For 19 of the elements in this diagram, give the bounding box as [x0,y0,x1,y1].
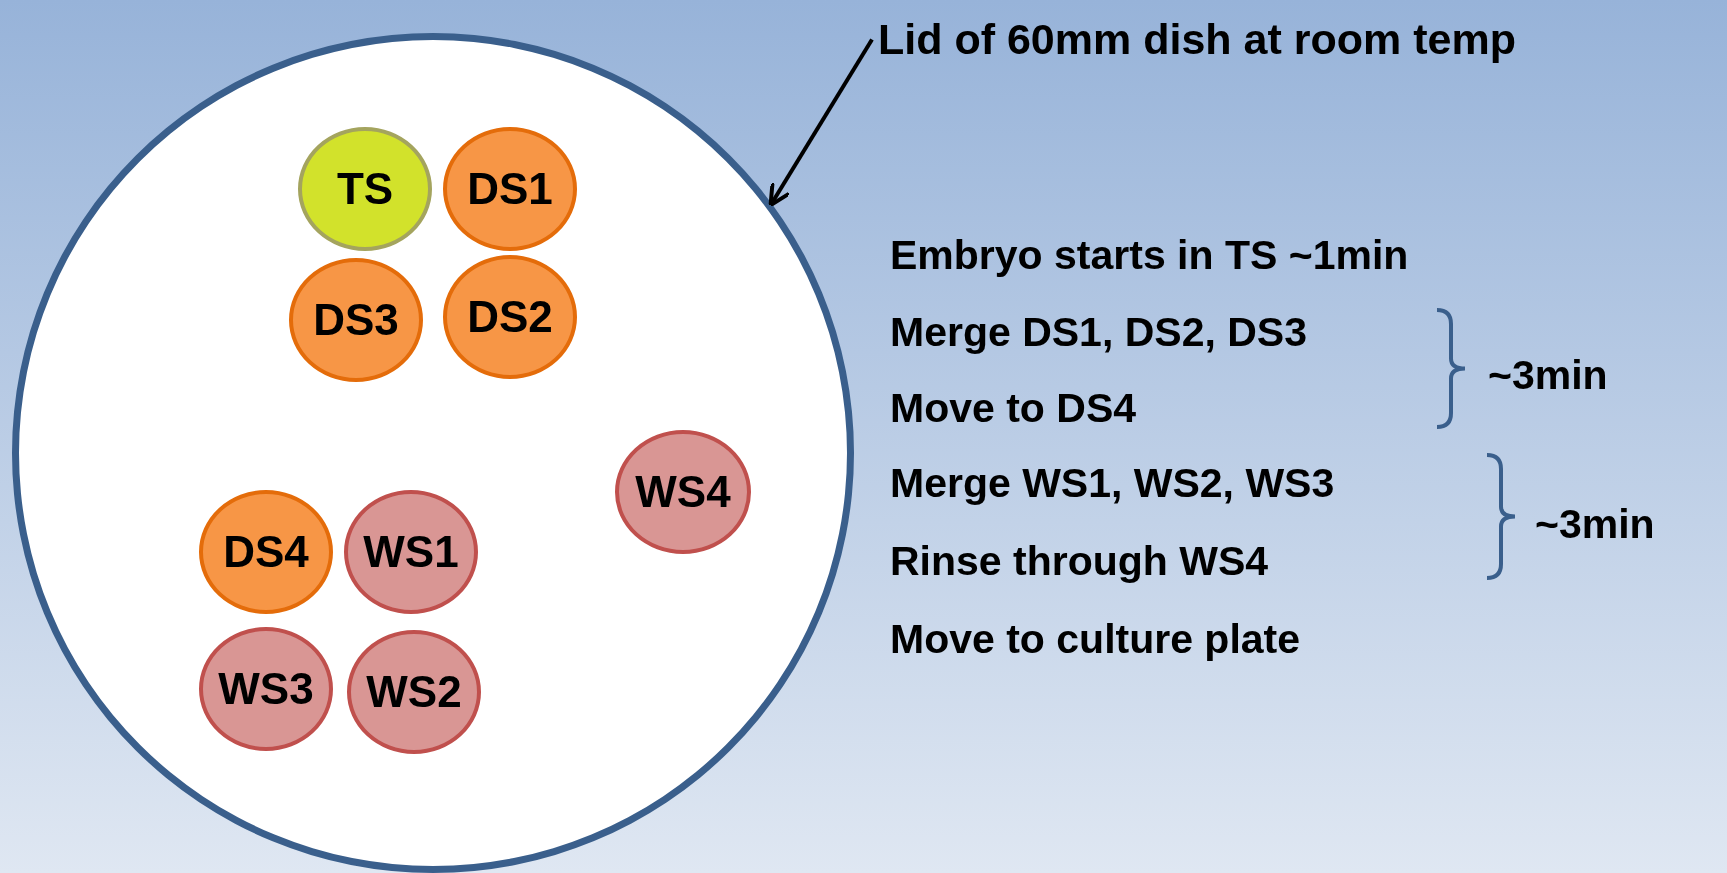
duration-label: ~3min [1488,355,1608,396]
arrow [768,38,874,208]
solution-drop: DS1 [443,127,577,251]
step-text: Move to culture plate [890,619,1301,660]
solution-drop: DS2 [443,255,577,379]
duration-label: ~3min [1535,504,1655,545]
solution-drop: WS3 [199,627,333,751]
solution-drop: TS [298,127,432,251]
callout-text: Lid of 60mm dish at room temp [878,18,1516,61]
solution-drop: WS2 [347,630,481,754]
step-text: Merge WS1, WS2, WS3 [890,463,1335,504]
step-text: Embryo starts in TS ~1min [890,235,1409,276]
solution-drop: WS1 [344,490,478,614]
step-text: Merge DS1, DS2, DS3 [890,312,1307,353]
step-text: Move to DS4 [890,388,1137,429]
solution-drop: WS4 [615,430,751,554]
step-text: Rinse through WS4 [890,541,1269,582]
solution-drop: DS3 [289,258,423,382]
solution-drop: DS4 [199,490,333,614]
